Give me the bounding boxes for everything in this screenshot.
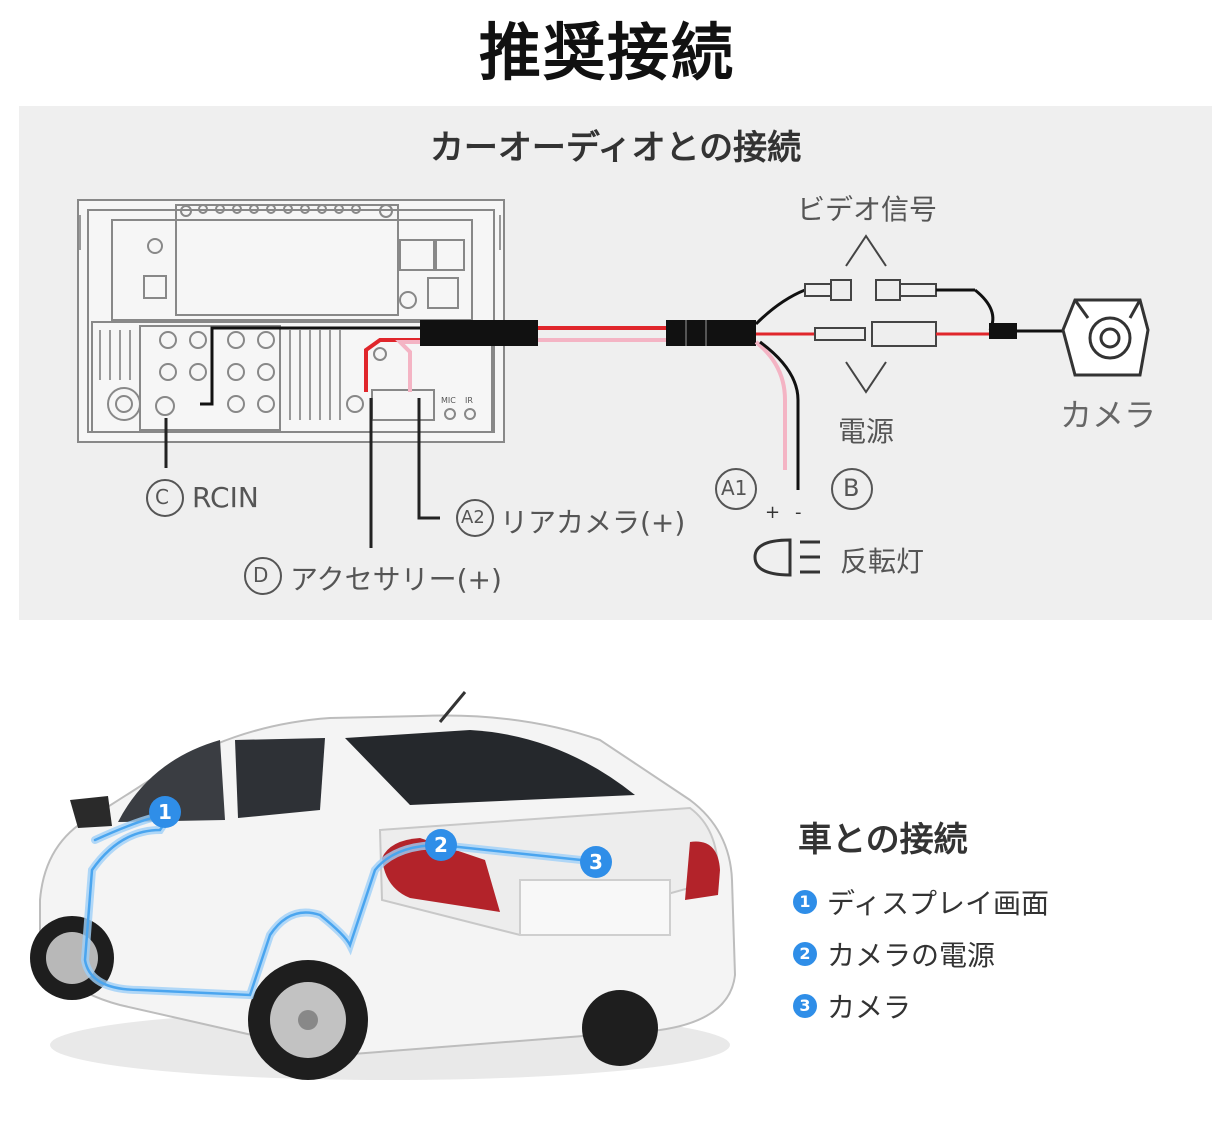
video-arrow-icon — [845, 234, 887, 267]
wire-harness — [200, 288, 815, 490]
front-wheel — [30, 916, 114, 1000]
camera-icon — [1061, 298, 1150, 377]
page-title: 推奨接続 — [478, 16, 735, 89]
rcin-label: RCIN — [192, 481, 259, 514]
plus-label: + — [765, 502, 781, 523]
marker-3 — [580, 846, 612, 878]
head-unit-dots — [159, 204, 393, 413]
mic-label: MIC — [441, 396, 456, 405]
a2-badge — [456, 499, 494, 537]
a1-letter: A1 — [721, 476, 748, 500]
rear-wheel — [248, 960, 368, 1080]
d-letter: D — [253, 563, 269, 587]
power-label: 電源 — [838, 415, 895, 448]
a1-badge — [715, 468, 757, 510]
audio-section-title: カーオーディオとの接続 — [429, 128, 802, 168]
camera-label: カメラ — [1060, 396, 1157, 434]
d-label: アクセサリー(+) — [290, 563, 502, 596]
legend-label-3: カメラ — [827, 991, 912, 1024]
car-section-title: 車との接続 — [798, 820, 968, 860]
legend-label-1: ディスプレイ画面 — [827, 887, 1050, 920]
marker-2-num: 2 — [434, 833, 448, 857]
d-badge — [244, 557, 282, 595]
a2-letter: A2 — [461, 507, 485, 528]
b-letter: B — [843, 474, 860, 502]
marker-1 — [149, 796, 181, 828]
marker-3-num: 3 — [589, 850, 603, 874]
a2-label: リアカメラ(+) — [500, 506, 686, 539]
minus-label: - — [795, 502, 802, 523]
rcin-letter: C — [155, 485, 169, 509]
ir-label: IR — [465, 396, 473, 405]
legend-num-3: 3 — [793, 994, 817, 1018]
rca-connectors — [804, 279, 1065, 347]
b-badge — [831, 468, 873, 510]
reverse-light-label: 反転灯 — [840, 545, 925, 578]
legend-num-1: 1 — [793, 890, 817, 914]
legend-item-2: 2 カメラの電源 — [793, 934, 995, 974]
rcin-badge — [146, 479, 184, 517]
legend-num-2: 2 — [793, 942, 817, 966]
legend-label-2: カメラの電源 — [827, 939, 996, 972]
legend-item-1: 1 ディスプレイ画面 — [793, 882, 1049, 922]
reverse-light-icon — [753, 538, 820, 577]
marker-1-num: 1 — [158, 800, 172, 824]
power-arrow-icon — [845, 361, 887, 394]
video-signal-label: ビデオ信号 — [797, 193, 938, 226]
marker-2 — [425, 829, 457, 861]
legend-item-3: 3 カメラ — [793, 986, 911, 1026]
head-unit-fins — [79, 215, 501, 420]
